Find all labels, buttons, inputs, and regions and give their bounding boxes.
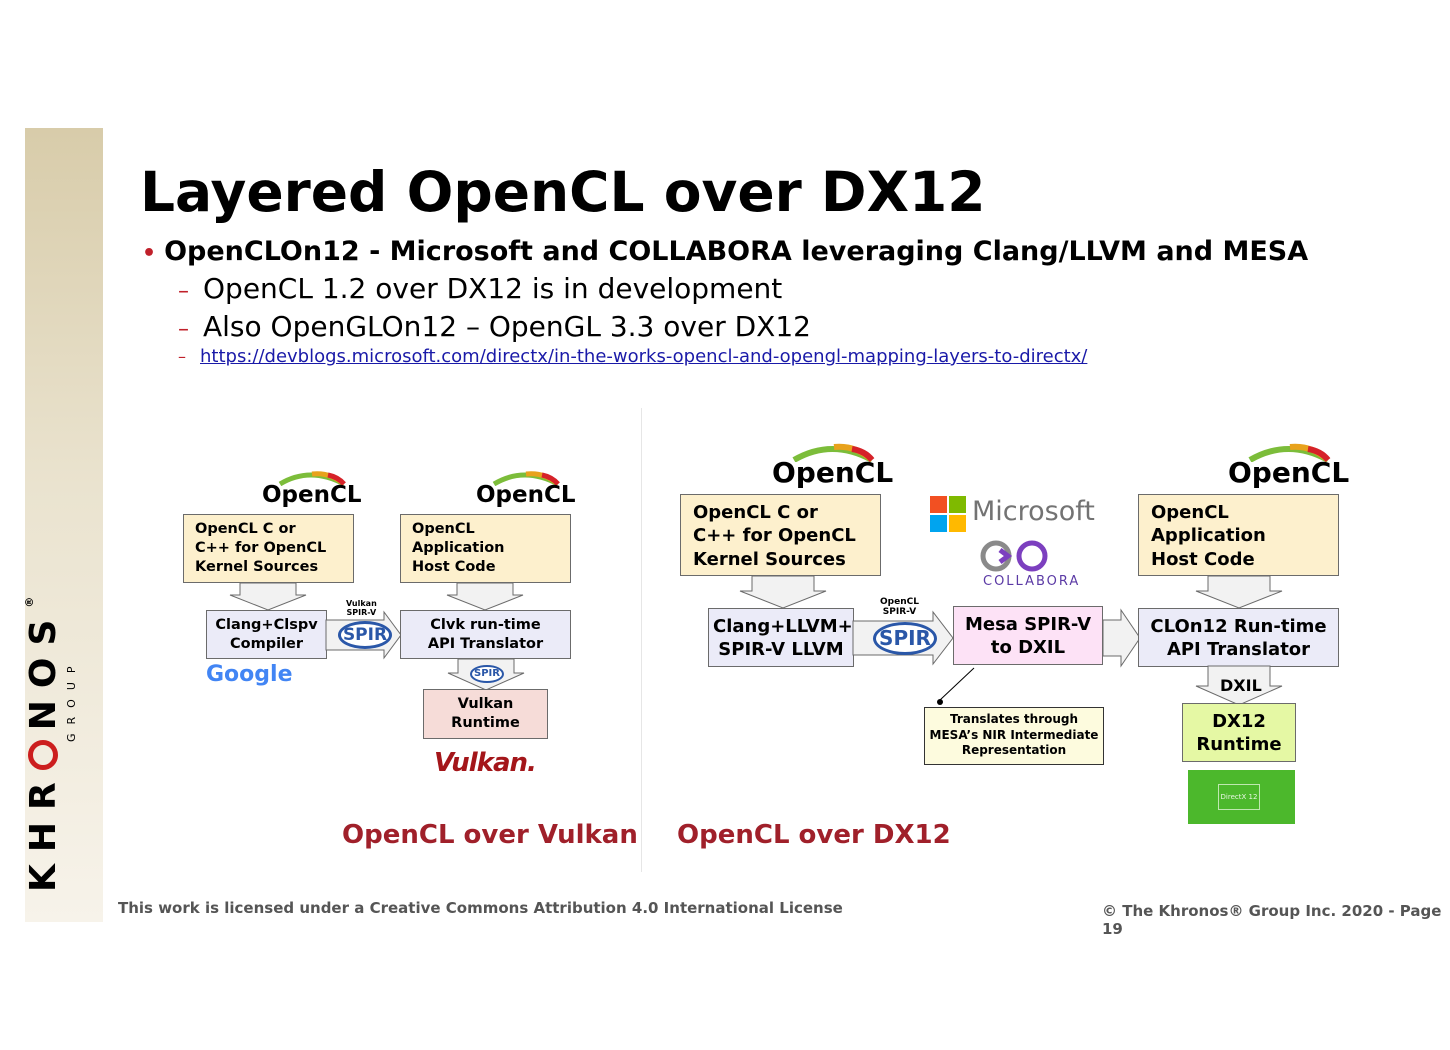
vulkan-spirv-label: Vulkan SPIR-V <box>346 599 377 617</box>
right-arrow-icon <box>1102 608 1141 668</box>
opencl-arc-icon <box>1248 443 1331 462</box>
footer-copyright: © The Khronos® Group Inc. 2020 - Page 19 <box>1102 902 1442 938</box>
dxil-label: DXIL <box>1220 676 1262 695</box>
spir-logo: SPIR <box>338 621 392 649</box>
kernel-sources-box: OpenCL C or C++ for OpenCL Kernel Source… <box>183 514 354 583</box>
host-code-box: OpenCL Application Host Code <box>400 514 571 583</box>
callout-line <box>937 667 975 705</box>
microsoft-windows-icon <box>930 496 966 532</box>
opencl-logo-text: OpenCL <box>262 482 362 508</box>
khronos-o-mark <box>28 740 58 771</box>
kernel-sources-box: OpenCL C or C++ for OpenCL Kernel Source… <box>680 494 881 576</box>
opencl-arc-icon <box>492 471 560 486</box>
opencl-spirv-label: OpenCL SPIR-V <box>880 597 919 618</box>
diagram-divider <box>641 408 642 872</box>
bullet-dot: • <box>142 241 157 266</box>
opencl-arc-icon <box>278 471 346 486</box>
opencl-logo-text: OpenCL <box>772 456 894 489</box>
dash-icon: – <box>178 317 189 342</box>
slide-title: Layered OpenCL over DX12 <box>140 160 986 224</box>
collabora-logo-text: COLLABORA <box>983 574 1081 589</box>
opencl-logo-text: OpenCL <box>476 482 576 508</box>
opencl-logo: OpenCL <box>1228 440 1350 494</box>
clvk-translator-box: Clvk run-time API Translator <box>400 610 571 659</box>
bullet-main: • OpenCLOn12 - Microsoft and COLLABORA le… <box>142 236 1308 267</box>
dx12-runtime-box: DX12 Runtime <box>1182 703 1296 762</box>
down-arrow-icon <box>229 582 307 611</box>
spir-logo: SPIR <box>873 622 937 655</box>
sub-bullet-2-text: Also OpenGLOn12 – OpenGL 3.3 over DX12 <box>203 310 811 343</box>
clang-clspv-compiler-box: Clang+Clspv Compiler <box>206 610 327 659</box>
microsoft-logo-text: Microsoft <box>972 496 1095 527</box>
caption-opencl-over-dx12: OpenCL over DX12 <box>677 820 951 850</box>
khronos-logo: KHRNOS® GROUP <box>23 596 78 892</box>
mesa-spirv-to-dxil-box: Mesa SPIR-V to DXIL <box>953 606 1103 665</box>
down-arrow-icon <box>739 575 827 609</box>
opencl-logo: OpenCL <box>262 468 362 512</box>
footer-license: This work is licensed under a Creative C… <box>118 899 843 917</box>
down-arrow-icon <box>1195 575 1283 609</box>
dash-icon: – <box>178 279 189 304</box>
opencl-logo: OpenCL <box>476 468 576 512</box>
collabora-mark-icon <box>980 540 1048 572</box>
khronos-group-text: GROUP <box>65 657 78 742</box>
down-arrow-icon <box>446 582 524 611</box>
directx12-logo-text: DirectX 12 <box>1218 784 1260 810</box>
opencl-logo: OpenCL <box>772 440 894 494</box>
vulkan-runtime-box: Vulkan Runtime <box>423 689 548 739</box>
sub-bullet-3: –https://devblogs.microsoft.com/directx/… <box>178 346 1087 367</box>
down-arrow-icon <box>1195 665 1283 706</box>
clang-llvm-compiler-box: Clang+LLVM+ SPIR-V LLVM <box>708 608 854 667</box>
bullet-main-text: OpenCLOn12 - Microsoft and COLLABORA lev… <box>164 236 1309 267</box>
registered-mark: ® <box>23 596 36 608</box>
khronos-wordmark: KHRNOS <box>23 607 64 892</box>
host-code-box: OpenCL Application Host Code <box>1138 494 1339 576</box>
google-logo: Google <box>206 662 293 687</box>
nir-note-box: Translates through MESA’s NIR Intermedia… <box>924 707 1104 765</box>
vulkan-logo: Vulkan. <box>434 748 537 778</box>
sub-bullet-2: –Also OpenGLOn12 – OpenGL 3.3 over DX12 <box>178 310 811 343</box>
spir-small-logo: SPIR <box>470 665 504 683</box>
devblogs-link[interactable]: https://devblogs.microsoft.com/directx/i… <box>200 346 1088 367</box>
dash-icon: – <box>178 347 186 366</box>
khronos-brand-strip: KHRNOS® GROUP <box>23 128 103 922</box>
directx12-logo: DirectX 12 <box>1188 770 1295 824</box>
sub-bullet-1: –OpenCL 1.2 over DX12 is in development <box>178 272 782 305</box>
google-logo-text: Google <box>206 662 293 687</box>
caption-opencl-over-vulkan: OpenCL over Vulkan <box>342 820 638 850</box>
clon12-translator-box: CLOn12 Run-time API Translator <box>1138 608 1339 667</box>
opencl-logo-text: OpenCL <box>1228 456 1350 489</box>
opencl-arc-icon <box>792 443 875 462</box>
sub-bullet-1-text: OpenCL 1.2 over DX12 is in development <box>203 272 783 305</box>
